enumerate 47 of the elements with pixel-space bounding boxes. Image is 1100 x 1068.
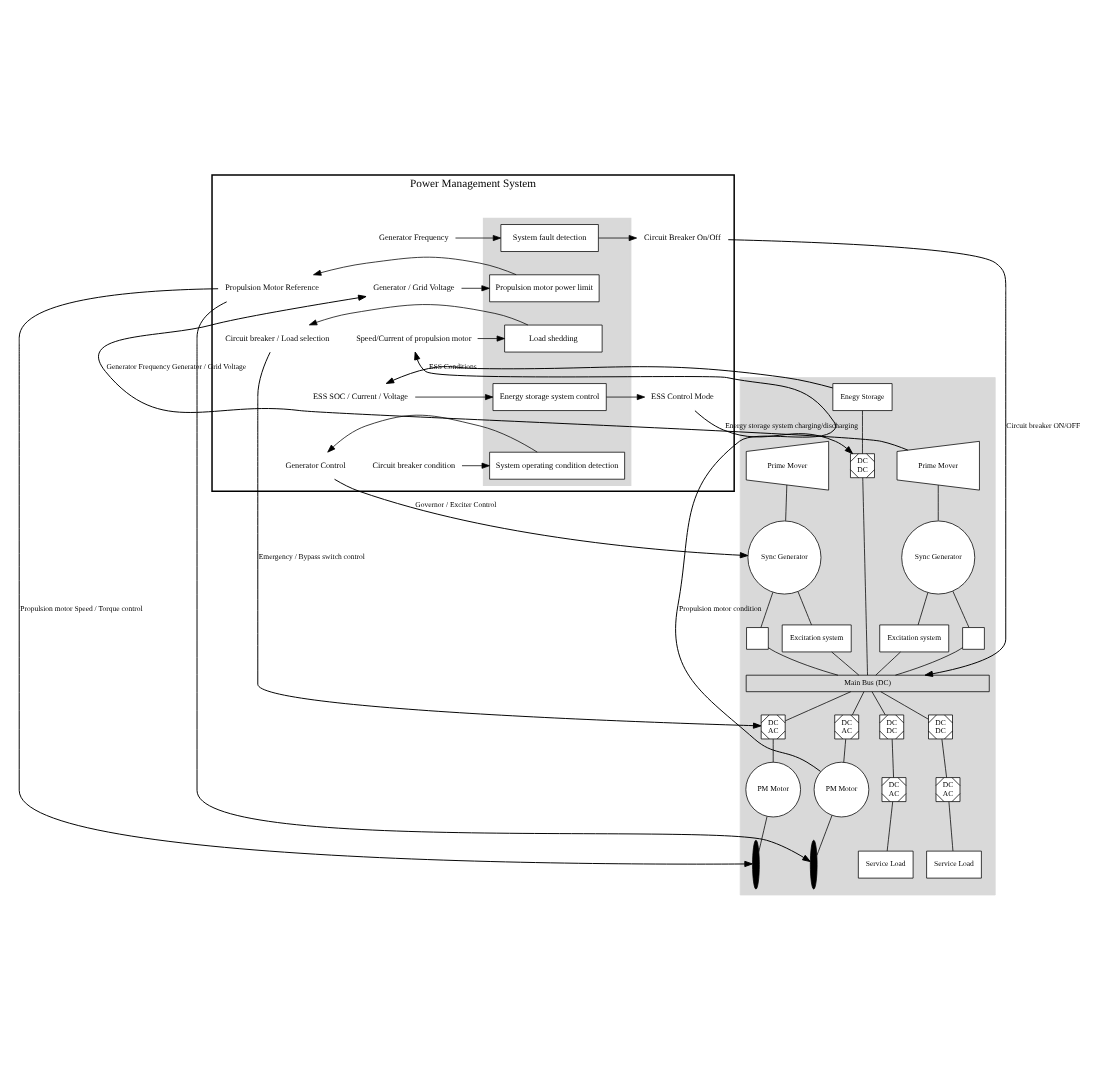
arrow xyxy=(334,477,749,558)
arrow xyxy=(18,287,753,867)
connector xyxy=(760,591,774,627)
connector xyxy=(797,590,812,625)
node-propeller xyxy=(809,838,818,889)
arrow xyxy=(455,234,502,241)
arrow xyxy=(414,393,494,400)
arrow xyxy=(606,393,646,400)
arrow xyxy=(385,365,834,388)
arrow xyxy=(727,238,1007,676)
connector xyxy=(880,690,929,719)
arrow xyxy=(257,350,762,728)
node-propeller xyxy=(752,838,760,889)
connector xyxy=(843,737,847,762)
connector xyxy=(886,800,894,851)
connector xyxy=(917,591,929,625)
connector xyxy=(831,650,860,675)
connector xyxy=(871,690,886,715)
arrow xyxy=(313,255,517,275)
connector xyxy=(895,646,963,675)
arrow xyxy=(308,303,529,325)
connector xyxy=(852,690,865,715)
connector xyxy=(948,800,954,851)
node-box xyxy=(746,626,769,649)
arrow xyxy=(327,413,538,452)
connector xyxy=(941,737,947,777)
connector xyxy=(937,483,939,520)
arrow xyxy=(694,409,853,454)
node-box xyxy=(962,626,985,649)
connector xyxy=(785,483,788,521)
arrow xyxy=(461,461,490,468)
arrow xyxy=(477,334,505,341)
connector xyxy=(891,737,894,777)
arrow xyxy=(98,293,909,450)
connector xyxy=(816,814,833,855)
arrow xyxy=(196,300,811,862)
connector xyxy=(767,646,839,675)
arrow xyxy=(598,234,637,241)
connector xyxy=(772,737,774,762)
connector xyxy=(785,690,852,721)
connector xyxy=(862,409,863,453)
connector xyxy=(875,650,901,675)
arrow xyxy=(414,350,837,771)
connector xyxy=(862,476,868,675)
connector xyxy=(952,589,970,627)
connector xyxy=(758,815,768,851)
arrow xyxy=(461,284,490,291)
